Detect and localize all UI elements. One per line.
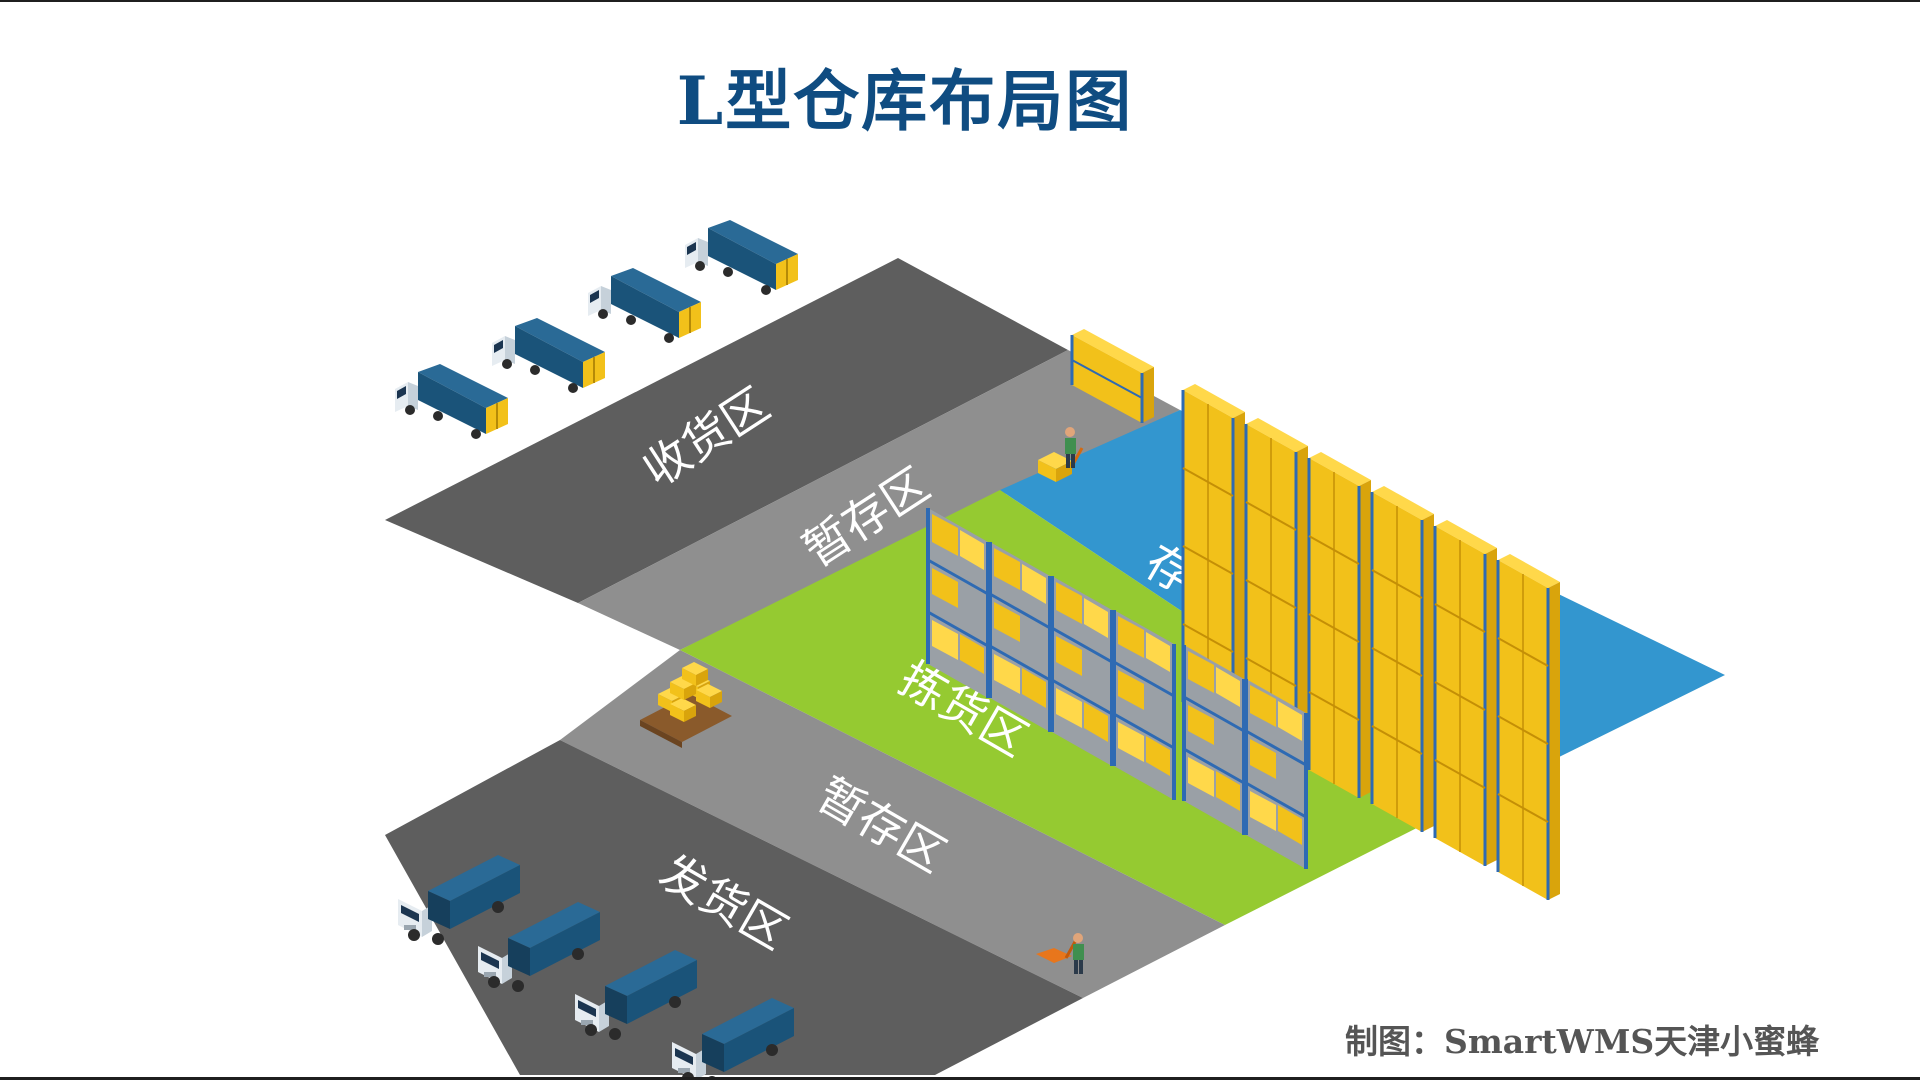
pallet-jack-icon (1036, 939, 1078, 963)
staging-zone-top (578, 350, 1180, 650)
rack-icon (1307, 450, 1373, 800)
truck-icon (394, 363, 509, 440)
truck-icon (587, 267, 702, 344)
top-border (0, 0, 1920, 2)
shipping-zone (385, 740, 1083, 1075)
receiving-zone (385, 258, 1068, 603)
truck-icon (491, 317, 606, 394)
rack-icon (1496, 552, 1562, 902)
rack-icon (1433, 518, 1499, 868)
page-title: L型仓库布局图 (676, 62, 1134, 140)
staging-zone-bottom (560, 650, 1225, 998)
rack-icon (1370, 484, 1436, 834)
box-stack-icon (640, 662, 732, 748)
bottom-border (0, 1077, 1920, 1080)
credit-text: 制图：SmartWMS天津小蜜蜂 (1345, 1022, 1820, 1061)
truck-icon (684, 219, 799, 296)
rack-icon (1070, 329, 1154, 423)
